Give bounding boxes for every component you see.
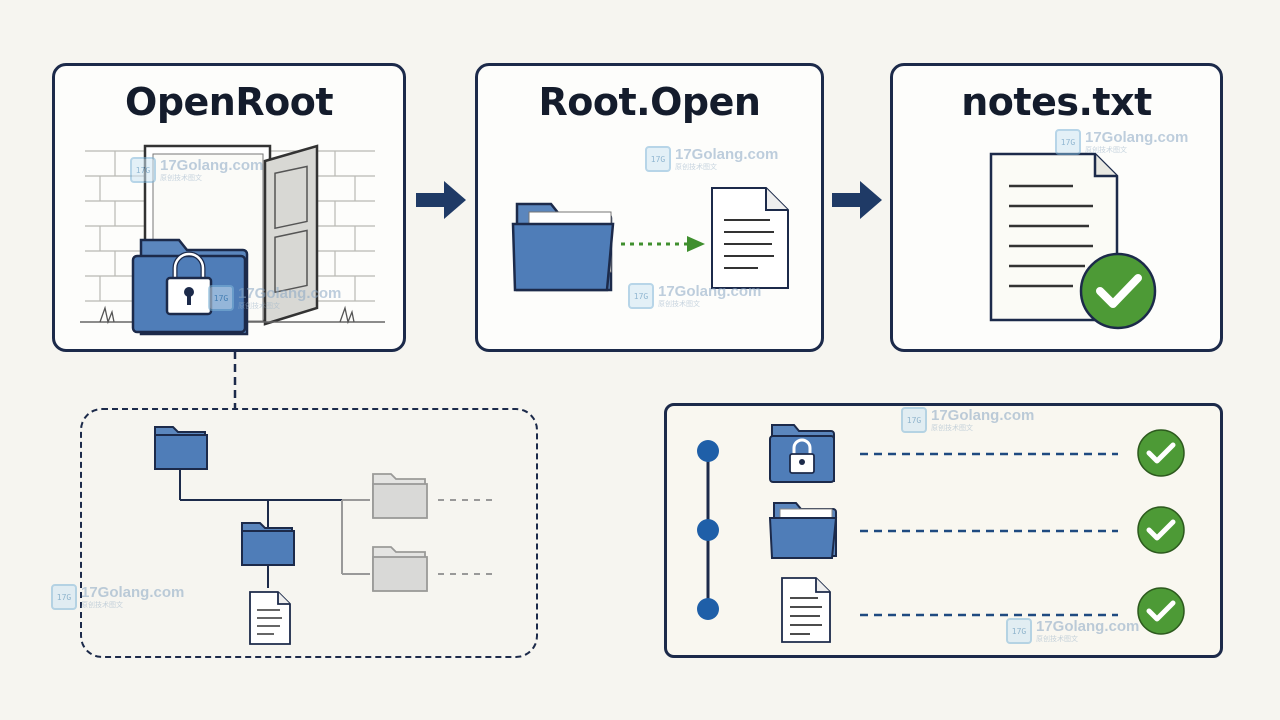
watermark-sub: 原创技术图文: [931, 425, 973, 432]
watermark-sub: 原创技术图文: [238, 303, 280, 310]
watermark-logo-icon: 17G: [1055, 129, 1081, 155]
folder-icon: [511, 202, 615, 292]
dashed-connector: [233, 351, 237, 409]
watermark-logo-icon: 17G: [51, 584, 77, 610]
checklist-row-lines: [860, 452, 1118, 617]
root-open-card: Root.Open: [475, 63, 824, 352]
document-icon: [711, 187, 789, 289]
watermark-sub: 原创技术图文: [1036, 636, 1078, 643]
watermark-sub: 原创技术图文: [81, 602, 123, 609]
arrow-right-icon: [832, 181, 882, 219]
check-icon: [1137, 506, 1185, 554]
folder-icon: [241, 522, 295, 566]
document-icon: [781, 577, 831, 643]
folder-icon: [154, 426, 208, 470]
watermark-logo-icon: 17G: [645, 146, 671, 172]
watermark-logo-icon: 17G: [130, 157, 156, 183]
watermark-logo-icon: 17G: [208, 285, 234, 311]
watermark-text: 17Golang.com: [1036, 618, 1140, 635]
watermark-sub: 原创技术图文: [1085, 147, 1127, 154]
watermark-text: 17Golang.com: [658, 283, 762, 300]
check-icon: [1079, 252, 1157, 330]
document-icon: [249, 591, 291, 645]
watermark-logo-icon: 17G: [1006, 618, 1032, 644]
grayed-folder-icon: [372, 546, 428, 592]
watermark-sub: 原创技术图文: [658, 301, 700, 308]
tree-diagram: [179, 470, 498, 588]
root-open-title: Root.Open: [538, 80, 761, 124]
watermark-sub: 原创技术图文: [675, 164, 717, 171]
tree-panel: [80, 408, 538, 658]
grayed-folder-icon: [372, 473, 428, 519]
folder-icon: [768, 502, 838, 559]
locked-folder-icon: [769, 424, 835, 483]
timeline: [697, 440, 719, 620]
watermark-text: 17Golang.com: [160, 157, 264, 174]
watermark-text: 17Golang.com: [675, 146, 779, 163]
notes-title: notes.txt: [961, 80, 1152, 124]
watermark-sub: 原创技术图文: [160, 175, 202, 182]
check-icon: [1137, 429, 1185, 477]
check-icon: [1137, 587, 1185, 635]
watermark-text: 17Golang.com: [931, 407, 1035, 424]
open-root-title: OpenRoot: [125, 80, 333, 124]
watermark-logo-icon: 17G: [628, 283, 654, 309]
notes-card: notes.txt: [890, 63, 1223, 352]
watermark-text: 17Golang.com: [1085, 129, 1189, 146]
arrow-right-icon: [416, 181, 466, 219]
watermark-text: 17Golang.com: [81, 584, 185, 601]
checklist-panel: [664, 403, 1223, 658]
watermark-logo-icon: 17G: [901, 407, 927, 433]
watermark-text: 17Golang.com: [238, 285, 342, 302]
dotted-arrow-icon: [621, 236, 705, 252]
